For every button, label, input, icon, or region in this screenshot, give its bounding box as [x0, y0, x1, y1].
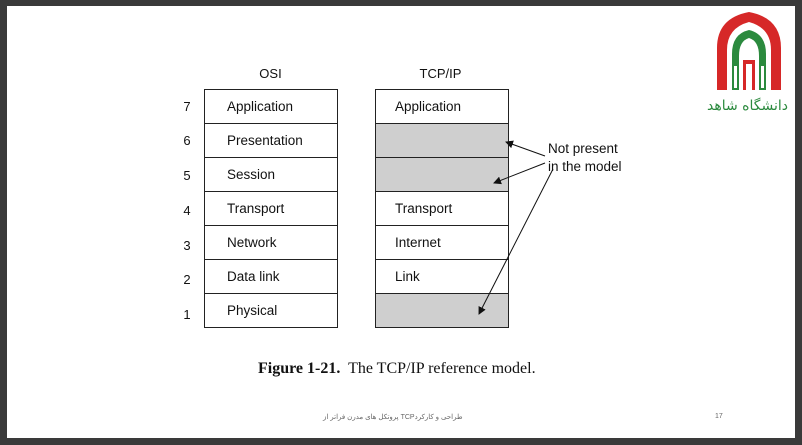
- osi-title: OSI: [259, 66, 282, 81]
- tcpip-layer-internet: Internet: [376, 226, 508, 260]
- arrow-to-presentation: [505, 140, 546, 157]
- arrow-to-physical: [478, 168, 554, 315]
- osi-layer-session: Session: [205, 158, 337, 192]
- tcpip-layer-transport: Transport: [376, 192, 508, 226]
- tcpip-layer-link: Link: [376, 260, 508, 294]
- osi-layer-data-link: Data link: [205, 260, 337, 294]
- tcpip-title: TCP/IP: [419, 66, 462, 81]
- university-logo: [717, 12, 781, 90]
- logo-text: دانشگاه شاهد: [707, 98, 789, 114]
- osi-layer-presentation: Presentation: [205, 124, 337, 158]
- osi-layer-physical: Physical: [205, 294, 337, 328]
- layer-number-2: 2: [183, 272, 191, 287]
- caption-text: The TCP/IP reference model.: [348, 360, 536, 377]
- tcpip-layer-absent-presentation: [376, 124, 508, 158]
- layer-number-1: 1: [183, 307, 191, 322]
- figure-caption: Figure 1-21. The TCP/IP reference model.: [258, 360, 536, 378]
- note-line-2: in the model: [548, 159, 622, 174]
- arrow-to-session: [493, 162, 546, 185]
- note-line-1: Not present: [548, 141, 618, 156]
- not-present-note: Not present in the model: [548, 140, 622, 176]
- layer-number-5: 5: [183, 168, 191, 183]
- note-arrows: [478, 140, 554, 315]
- layer-number-6: 6: [183, 133, 191, 148]
- osi-stack: Application Presentation Session Transpo…: [204, 89, 338, 328]
- caption-label: Figure 1-21.: [258, 360, 341, 377]
- osi-layer-application: Application: [205, 90, 337, 124]
- tcpip-stack: Application Transport Internet Link: [375, 89, 509, 328]
- tcpip-layer-absent-session: [376, 158, 508, 192]
- osi-layer-transport: Transport: [205, 192, 337, 226]
- osi-layer-network: Network: [205, 226, 337, 260]
- page-number: 17: [715, 413, 723, 420]
- layer-number-4: 4: [183, 203, 191, 218]
- layer-number-3: 3: [183, 238, 191, 253]
- footer-text: پروتکل های مدرن فراتر از TCPطراحی و کارک…: [323, 414, 463, 421]
- layer-number-7: 7: [183, 99, 191, 114]
- tcpip-layer-application: Application: [376, 90, 508, 124]
- slide: OSI TCP/IP 7 6 5 4 3 2 1 Application Pre…: [7, 6, 795, 438]
